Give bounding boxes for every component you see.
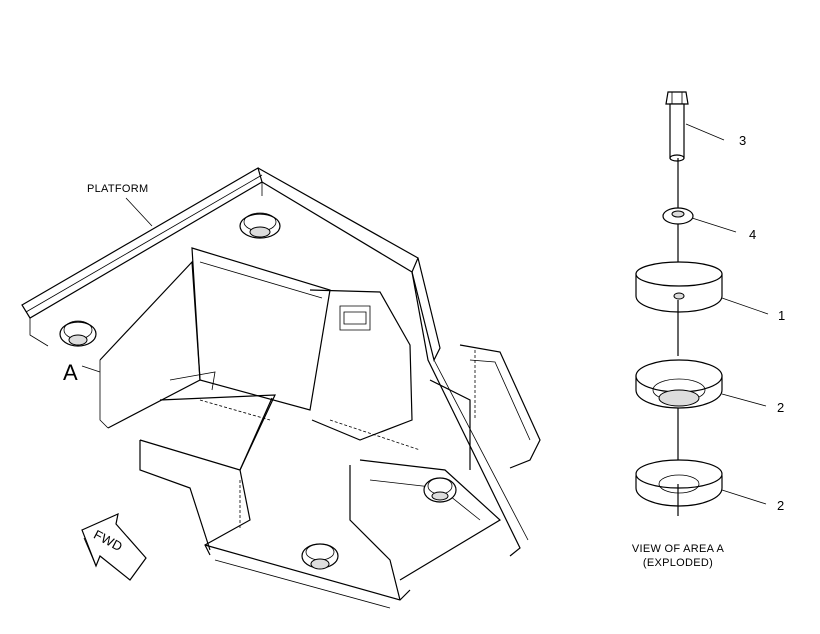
washer-icon (662, 207, 694, 225)
callout-3: 3 (739, 133, 747, 148)
callout-2-lower: 2 (777, 498, 785, 513)
view-caption: VIEW OF AREA A (EXPLODED) (608, 542, 748, 570)
platform-label: PLATFORM (87, 183, 149, 195)
mount-bottom (301, 543, 339, 570)
isolator-lower-icon (635, 459, 723, 507)
fwd-arrow-icon (81, 512, 147, 581)
mount-top (239, 212, 281, 239)
area-a-marker: A (63, 360, 78, 385)
mount-left (59, 320, 97, 347)
isolator-middle-icon (635, 359, 723, 409)
bolt-icon (665, 91, 689, 162)
view-caption-line1: VIEW OF AREA A (631, 543, 725, 555)
mount-right (423, 477, 457, 503)
callout-4: 4 (749, 227, 757, 242)
isolator-upper-icon (635, 261, 723, 313)
callout-1: 1 (778, 308, 786, 323)
callout-2-middle: 2 (777, 400, 785, 415)
view-caption-line2: (EXPLODED) (642, 557, 714, 569)
